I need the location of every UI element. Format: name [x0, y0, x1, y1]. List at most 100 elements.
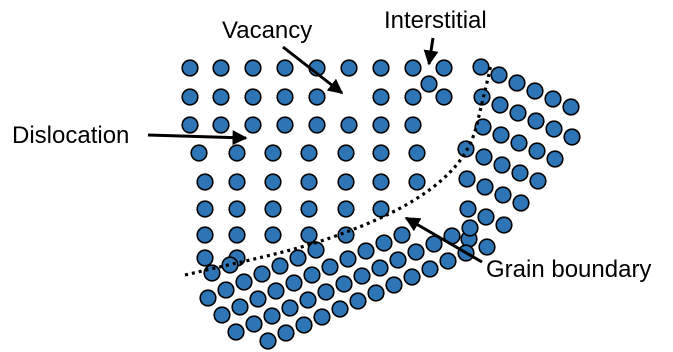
- atom: [439, 252, 457, 270]
- atom: [190, 144, 208, 162]
- atom: [393, 226, 411, 244]
- atom: [271, 257, 289, 275]
- dislocation-label: Dislocation: [12, 122, 129, 149]
- atom: [546, 150, 564, 168]
- atom: [544, 90, 562, 108]
- atom: [407, 243, 425, 261]
- grain-boundary-label: Grain boundary: [486, 256, 651, 283]
- atom: [300, 226, 318, 244]
- atom: [529, 172, 547, 190]
- atom: [289, 249, 307, 267]
- atom: [196, 249, 214, 267]
- atom: [300, 144, 318, 162]
- atom: [295, 316, 313, 334]
- atom: [435, 88, 453, 106]
- atom: [421, 260, 439, 278]
- atom: [461, 219, 479, 237]
- atom: [331, 300, 349, 318]
- atom: [435, 59, 453, 77]
- atom: [385, 276, 403, 294]
- atom: [372, 173, 390, 191]
- atom: [493, 156, 511, 174]
- atom: [337, 200, 355, 218]
- grain-boundary-arrow: [404, 216, 483, 264]
- atom: [337, 173, 355, 191]
- atom: [337, 226, 355, 244]
- atom: [181, 59, 199, 77]
- interstitial-arrow: [423, 37, 439, 66]
- atom: [231, 298, 249, 316]
- vacancy-arrow: [282, 45, 344, 95]
- atom: [477, 208, 495, 226]
- atom: [474, 118, 492, 136]
- atom: [308, 88, 326, 106]
- atom: [264, 144, 282, 162]
- dislocation-arrow: [147, 130, 248, 146]
- atom: [264, 200, 282, 218]
- atom-lattice: [181, 58, 581, 350]
- atom: [300, 200, 318, 218]
- interstitial-label: Interstitial: [384, 7, 487, 34]
- atom: [264, 173, 282, 191]
- vacancy-label: Vacancy: [222, 17, 312, 44]
- atom: [372, 59, 390, 77]
- atom: [244, 116, 262, 134]
- atom: [408, 173, 426, 191]
- atom: [494, 186, 512, 204]
- atom: [212, 88, 230, 106]
- atom: [349, 292, 367, 310]
- atom: [217, 281, 235, 299]
- atom: [228, 200, 246, 218]
- atom: [300, 173, 318, 191]
- atom: [404, 88, 422, 106]
- atom: [267, 282, 285, 300]
- atom: [244, 59, 262, 77]
- atom: [259, 332, 277, 350]
- atom: [408, 144, 426, 162]
- atom: [389, 251, 407, 269]
- atom: [475, 148, 493, 166]
- atom: [527, 112, 545, 130]
- atom: [196, 173, 214, 191]
- atom: [335, 275, 353, 293]
- atom: [277, 324, 295, 342]
- atom: [353, 267, 371, 285]
- atom: [181, 88, 199, 106]
- atom: [512, 194, 530, 212]
- atom: [526, 82, 544, 100]
- atom: [511, 164, 529, 182]
- atom: [491, 96, 509, 114]
- atom: [472, 58, 490, 76]
- atom: [321, 258, 339, 276]
- atom: [299, 291, 317, 309]
- atom: [213, 306, 231, 324]
- atom: [245, 315, 263, 333]
- atom: [357, 242, 375, 260]
- atom: [563, 128, 581, 146]
- atom: [476, 178, 494, 196]
- atom: [244, 88, 262, 106]
- atom: [285, 274, 303, 292]
- atom: [420, 75, 438, 93]
- atom: [340, 59, 358, 77]
- atom: [340, 116, 358, 134]
- atom: [308, 116, 326, 134]
- atom: [253, 265, 271, 283]
- atom: [372, 144, 390, 162]
- atom: [562, 98, 580, 116]
- atom: [199, 289, 217, 307]
- grain-boundary-line: [184, 63, 493, 277]
- atom: [425, 235, 443, 253]
- atom: [528, 142, 546, 160]
- atom: [403, 268, 421, 286]
- atom: [307, 241, 325, 259]
- atom: [228, 226, 246, 244]
- atom: [196, 200, 214, 218]
- atom: [313, 308, 331, 326]
- atom: [212, 59, 230, 77]
- atom: [371, 259, 389, 277]
- atom: [508, 74, 526, 92]
- atom: [458, 170, 476, 188]
- atom: [492, 126, 510, 144]
